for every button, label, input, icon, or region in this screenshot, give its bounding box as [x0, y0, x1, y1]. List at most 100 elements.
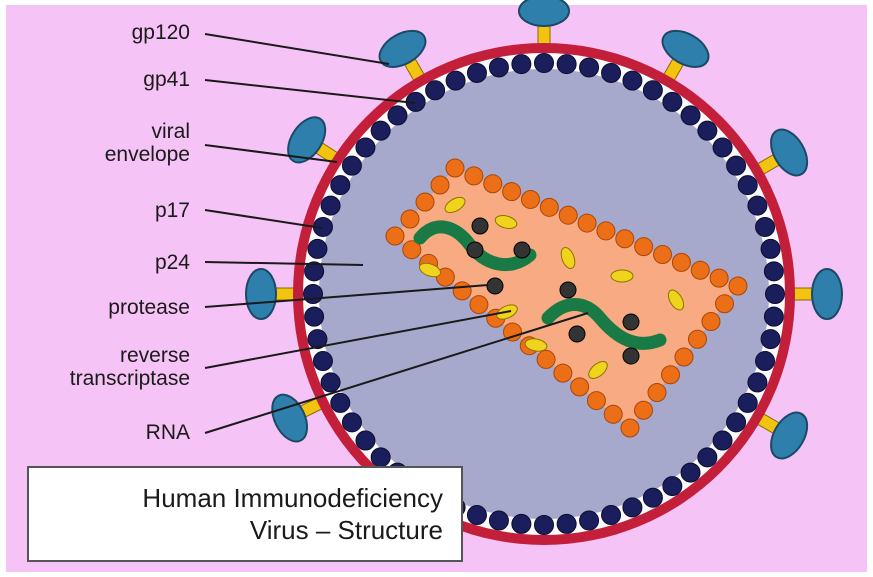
- matrix-bead: [623, 71, 642, 90]
- capsid-bead: [662, 366, 680, 384]
- matrix-bead: [467, 63, 486, 82]
- matrix-bead: [643, 81, 662, 100]
- capsid-bead: [416, 193, 434, 211]
- matrix-bead: [713, 431, 732, 450]
- matrix-bead: [663, 92, 682, 111]
- matrix-bead: [643, 488, 662, 507]
- caption-title: Human Immunodeficiency Virus – Structure: [142, 482, 443, 546]
- capsid-bead: [484, 175, 502, 193]
- matrix-bead: [342, 413, 361, 432]
- matrix-bead: [738, 393, 757, 412]
- gp120-knob: [812, 269, 842, 319]
- protease-dot: [623, 348, 639, 364]
- label-protease: protease: [108, 296, 190, 319]
- matrix-bead: [738, 176, 757, 195]
- capsid-bead: [672, 253, 690, 271]
- capsid-bead: [537, 350, 555, 368]
- capsid-bead: [635, 401, 653, 419]
- matrix-bead: [766, 285, 785, 304]
- caption-box: Human Immunodeficiency Virus – Structure: [27, 466, 463, 562]
- matrix-bead: [446, 71, 465, 90]
- matrix-bead: [580, 511, 599, 530]
- matrix-bead: [331, 393, 350, 412]
- label-p24: p24: [155, 251, 190, 274]
- capsid-bead: [453, 282, 471, 300]
- protease-dot: [569, 326, 585, 342]
- capsid-bead: [675, 348, 693, 366]
- label-viral-envelope: viral envelope: [105, 120, 190, 166]
- protease-dot: [472, 218, 488, 234]
- label-reverse-transcriptase: reverse transcriptase: [70, 344, 190, 390]
- matrix-bead: [756, 217, 775, 236]
- label-rna: RNA: [146, 421, 190, 444]
- matrix-bead: [313, 352, 332, 371]
- matrix-bead: [321, 196, 340, 215]
- capsid-bead: [386, 227, 404, 245]
- matrix-bead: [535, 54, 554, 73]
- capsid-bead: [729, 277, 747, 295]
- matrix-bead: [602, 506, 621, 525]
- capsid-bead: [691, 261, 709, 279]
- matrix-bead: [331, 176, 350, 195]
- capsid-bead: [654, 246, 672, 264]
- matrix-bead: [321, 373, 340, 392]
- capsid-bead: [648, 384, 666, 402]
- matrix-bead: [308, 239, 327, 258]
- capsid-bead: [465, 167, 483, 185]
- matrix-bead: [681, 106, 700, 125]
- capsid-bead: [635, 238, 653, 256]
- matrix-bead: [467, 506, 486, 525]
- matrix-bead: [557, 514, 576, 533]
- capsid-bead: [540, 198, 558, 216]
- protease-dot: [560, 282, 576, 298]
- capsid-bead: [702, 313, 720, 331]
- protease-dot: [623, 314, 639, 330]
- matrix-bead: [489, 511, 508, 530]
- reverse-transcriptase-oval: [611, 270, 633, 282]
- matrix-bead: [557, 55, 576, 74]
- matrix-bead: [356, 138, 375, 157]
- matrix-bead: [356, 431, 375, 450]
- matrix-bead: [371, 121, 390, 140]
- capsid-bead: [616, 230, 634, 248]
- matrix-bead: [764, 307, 783, 326]
- capsid-bead: [559, 206, 577, 224]
- capsid-bead: [470, 296, 488, 314]
- matrix-bead: [727, 156, 746, 175]
- matrix-bead: [342, 156, 361, 175]
- protease-dot: [467, 242, 483, 258]
- matrix-bead: [535, 516, 554, 535]
- matrix-bead: [764, 262, 783, 281]
- capsid-bead: [431, 176, 449, 194]
- label-gp120: gp120: [132, 21, 190, 44]
- capsid-bead: [401, 210, 419, 228]
- matrix-bead: [304, 285, 323, 304]
- capsid-bead: [604, 405, 622, 423]
- matrix-bead: [388, 106, 407, 125]
- capsid-bead: [521, 190, 539, 208]
- matrix-bead: [623, 498, 642, 517]
- label-p17: p17: [155, 199, 190, 222]
- gp120-knob: [519, 0, 569, 26]
- matrix-bead: [727, 413, 746, 432]
- capsid-bead: [571, 378, 589, 396]
- capsid-bead: [621, 419, 639, 437]
- matrix-bead: [602, 63, 621, 82]
- matrix-bead: [663, 477, 682, 496]
- gp120-knob: [246, 269, 276, 319]
- capsid-bead: [689, 330, 707, 348]
- capsid-bead: [578, 214, 596, 232]
- capsid-bead: [554, 364, 572, 382]
- capsid-bead: [716, 295, 734, 313]
- protease-dot: [487, 278, 503, 294]
- matrix-bead: [698, 121, 717, 140]
- matrix-bead: [748, 373, 767, 392]
- matrix-bead: [580, 58, 599, 77]
- label-gp41: gp41: [143, 68, 190, 91]
- matrix-bead: [489, 58, 508, 77]
- capsid-bead: [446, 159, 464, 177]
- matrix-bead: [512, 514, 531, 533]
- matrix-bead: [713, 138, 732, 157]
- capsid-bead: [597, 222, 615, 240]
